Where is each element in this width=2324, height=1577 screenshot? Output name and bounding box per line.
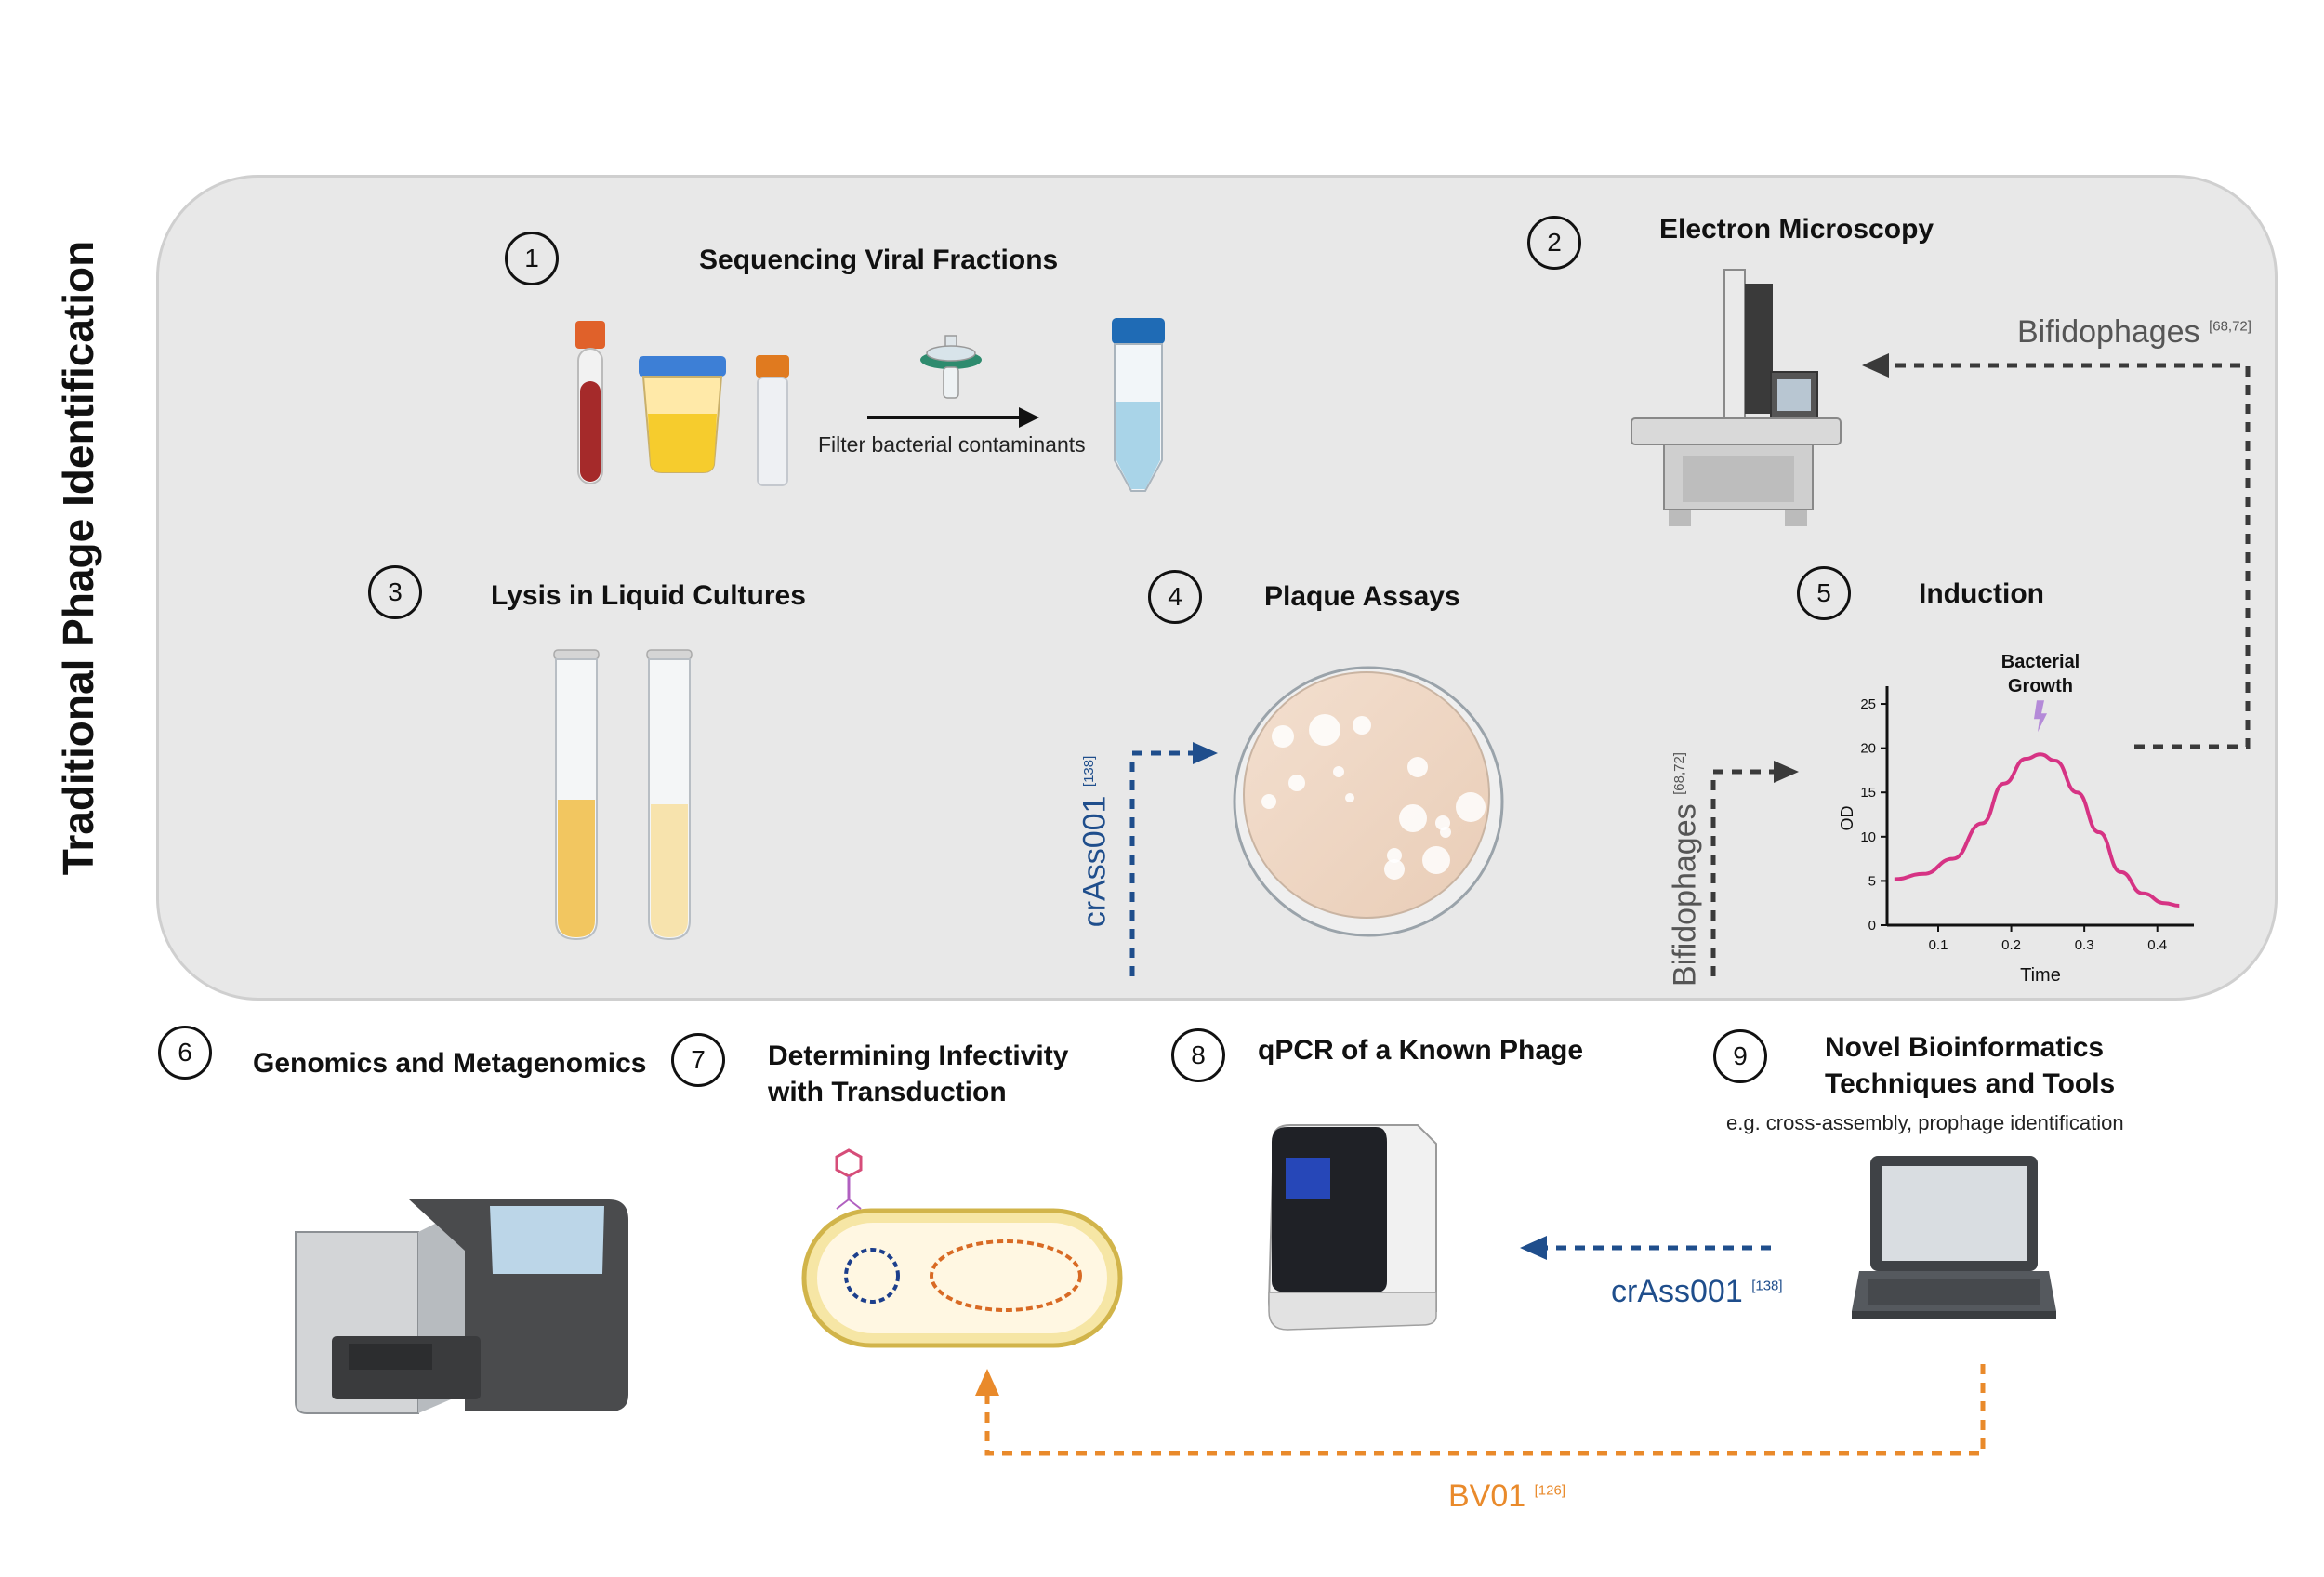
sample-tubes-icon: [575, 321, 789, 486]
crass001-plaque-arrowhead: [1193, 742, 1218, 764]
step-7-title-line1: Determining Infectivity: [768, 1040, 1069, 1071]
bifidophages-top-text: Bifidophages: [2017, 314, 2200, 350]
crass001-plaque-arrow: [1129, 750, 1195, 976]
chart-x-tick-label: 0.1: [1929, 937, 1948, 953]
bifidophages-top-ref: [68,72]: [2209, 318, 2251, 335]
lightning-bolt-icon: [2034, 700, 2047, 733]
step-8-number: 8: [1171, 1028, 1225, 1082]
step-9-title-line2: Techniques and Tools: [1825, 1068, 2116, 1099]
bifidophages-top-label: Bifidophages [68,72]: [2017, 314, 2251, 351]
step-6-number: 6: [158, 1026, 212, 1080]
chart-y-tick-label: 0: [1868, 918, 1876, 934]
chart-y-tick-label: 10: [1860, 829, 1876, 845]
syringe-filter-icon: [920, 335, 982, 399]
chart-title-line2: Growth: [2008, 676, 2073, 696]
step-4-title: Plaque Assays: [1264, 581, 1460, 612]
step-5-title: Induction: [1919, 578, 2044, 609]
laptop-icon: [1852, 1156, 2056, 1319]
chart-ticks: 0.1 0.2 0.3 0.4 0 5 10 15 20 25: [1860, 696, 2167, 953]
electron-microscope-icon: [1631, 269, 1842, 526]
phage-icon: [835, 1148, 863, 1210]
filter-arrow-head: [1019, 407, 1039, 428]
chart-x-tick-label: 0.4: [2147, 937, 2167, 953]
traditional-methods-panel: [156, 175, 2278, 1001]
culture-tubes-icon: [553, 649, 693, 941]
chart-y-tick-label: 25: [1860, 696, 1876, 712]
crass001-qpcr-arrowhead: [1520, 1236, 1547, 1260]
step-8-title: qPCR of a Known Phage: [1258, 1035, 1584, 1066]
step-7-title-line2: with Transduction: [768, 1077, 1007, 1107]
crass001-qpcr-ref: [138]: [1751, 1278, 1783, 1294]
step-4-number: 4: [1148, 570, 1202, 624]
chart-x-tick-label: 0.2: [2001, 937, 2021, 953]
bv01-arrow: [984, 1364, 1986, 1456]
step-3-title: Lysis in Liquid Cultures: [491, 580, 806, 611]
chart-title-line1: Bacterial: [2001, 652, 2080, 672]
crass001-qpcr-label: crAss001 [138]: [1611, 1274, 1783, 1310]
step-1-number: 1: [505, 232, 559, 285]
step-9-title-line1: Novel Bioinformatics: [1825, 1032, 2105, 1063]
bv01-label: BV01 [126]: [1448, 1478, 1565, 1515]
bv01-arrowhead: [975, 1369, 999, 1396]
step-3-number: 3: [368, 565, 422, 619]
petri-dish-icon: [1233, 666, 1504, 937]
step-2-number: 2: [1527, 216, 1581, 270]
bacterium-icon: [801, 1208, 1123, 1348]
sequencer-icon: [295, 1199, 628, 1414]
crass001-qpcr-text: crAss001: [1611, 1274, 1743, 1309]
chart-y-tick-label: 20: [1860, 741, 1876, 757]
step-9-number: 9: [1713, 1029, 1767, 1083]
chart-x-label: Time: [2020, 965, 2061, 986]
bifidophages-top-arrowhead: [1862, 353, 1889, 378]
chart-y-tick-label: 5: [1868, 873, 1876, 889]
step-7-number: 7: [671, 1033, 725, 1087]
bv01-ref: [126]: [1534, 1482, 1566, 1499]
chart-y-tick-label: 15: [1860, 785, 1876, 801]
step-5-number: 5: [1797, 566, 1851, 620]
bv01-text: BV01: [1448, 1478, 1526, 1514]
step-1-title: Sequencing Viral Fractions: [699, 245, 1059, 275]
qpcr-machine-icon: [1267, 1124, 1437, 1331]
chart-x-tick-label: 0.3: [2075, 937, 2094, 953]
step-2-title: Electron Microscopy: [1659, 214, 1934, 245]
filter-label: Filter bacterial contaminants: [818, 432, 1086, 457]
step-6-title: Genomics and Metagenomics: [253, 1048, 647, 1079]
bifidophages-side-arrow: [1710, 769, 1776, 976]
bifidophages-side-arrowhead: [1774, 761, 1799, 783]
chart-y-label: OD: [1838, 805, 1856, 830]
bifidophages-top-arrow: [1887, 363, 2251, 749]
conical-tube-icon: [1112, 318, 1165, 492]
induction-marker-icon: [2034, 700, 2047, 733]
step-9-subtitle: e.g. cross-assembly, prophage identifica…: [1726, 1111, 2124, 1134]
chart-series-line: [1894, 752, 2180, 908]
